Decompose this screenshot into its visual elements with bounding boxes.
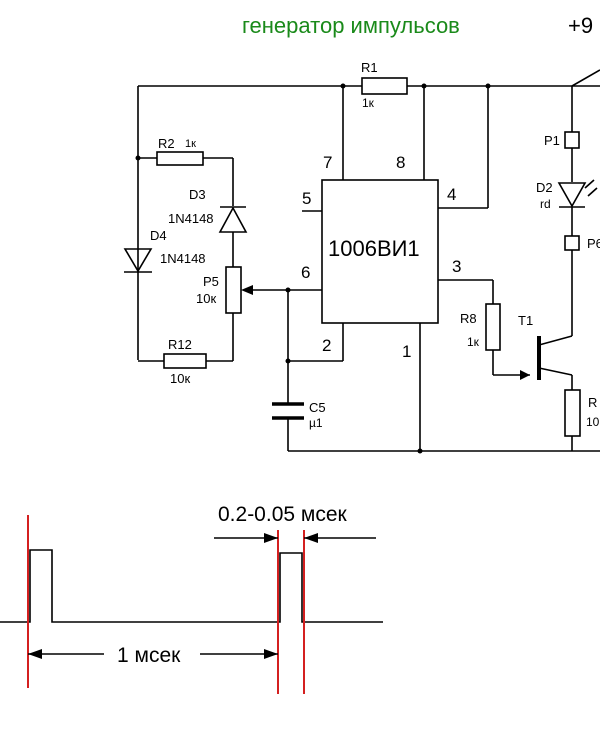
diagram-title: генератор импульсов [242, 13, 460, 38]
r12-value: 10к [170, 371, 190, 386]
r8-ref: R8 [460, 311, 477, 326]
t1-ref: T1 [518, 313, 533, 328]
led-d2 [557, 179, 598, 208]
resistor-r8 [485, 303, 501, 351]
period-label: 1 мсек [117, 644, 181, 667]
c5-ref: C5 [309, 400, 326, 415]
ground-junction [417, 448, 423, 454]
ic-name: 1006ВИ1 [328, 236, 420, 261]
resistor-r12 [163, 353, 207, 369]
connector-p1 [564, 131, 580, 149]
wires-right-branch [571, 69, 600, 451]
r1-value: 1к [362, 96, 375, 110]
d2-ref: D2 [536, 180, 553, 195]
capacitor-c5 [272, 402, 304, 420]
pin-4-label: 4 [447, 185, 456, 204]
pin-2-label: 2 [322, 336, 331, 355]
wires-chip-top [340, 83, 491, 209]
period-arrow [28, 649, 278, 659]
p6-ref: P6 [587, 236, 600, 251]
resistor-r1 [361, 77, 408, 95]
d4-ref: D4 [150, 228, 167, 243]
wires-output [438, 279, 530, 376]
pin-8-label: 8 [396, 153, 405, 172]
diode-d3 [218, 206, 248, 233]
pin-3-label: 3 [452, 257, 461, 276]
r12-ref: R12 [168, 337, 192, 352]
potentiometer-p5 [225, 266, 288, 314]
resistor-r2 [156, 151, 204, 166]
diode-d4 [123, 248, 153, 273]
transistor-t1 [520, 335, 573, 380]
p1-ref: P1 [544, 133, 560, 148]
pin-7-label: 7 [323, 153, 332, 172]
period-markers [27, 515, 305, 694]
d3-ref: D3 [189, 187, 206, 202]
pulse-width-arrows [214, 533, 376, 543]
pulse-width-label: 0.2-0.05 мсек [218, 503, 348, 526]
p5-ref: P5 [203, 274, 219, 289]
top-rail [137, 85, 600, 360]
r-right-ref: R [588, 395, 597, 410]
d3-value: 1N4148 [168, 211, 214, 226]
d4-value: 1N4148 [160, 251, 206, 266]
wires-left-network [135, 155, 234, 362]
c5-value: µ1 [309, 416, 323, 430]
r2-value: 1к [185, 138, 196, 150]
connector-p6 [564, 235, 580, 251]
r8-value: 1к [467, 335, 480, 349]
supply-voltage-label: +9 [568, 13, 593, 38]
wires-timing-node [285, 287, 600, 452]
p5-value: 10к [196, 291, 216, 306]
r1-ref: R1 [361, 60, 378, 75]
resistor-r-right [564, 389, 581, 437]
r-right-value: 10 [586, 415, 600, 429]
pin-5-label: 5 [302, 189, 311, 208]
pin-1-label: 1 [402, 342, 411, 361]
pin-6-label: 6 [301, 263, 310, 282]
d2-value: rd [540, 197, 551, 211]
r2-ref: R2 [158, 136, 175, 151]
timing-waveform [0, 549, 383, 623]
ic-1006vi1 [321, 179, 439, 324]
